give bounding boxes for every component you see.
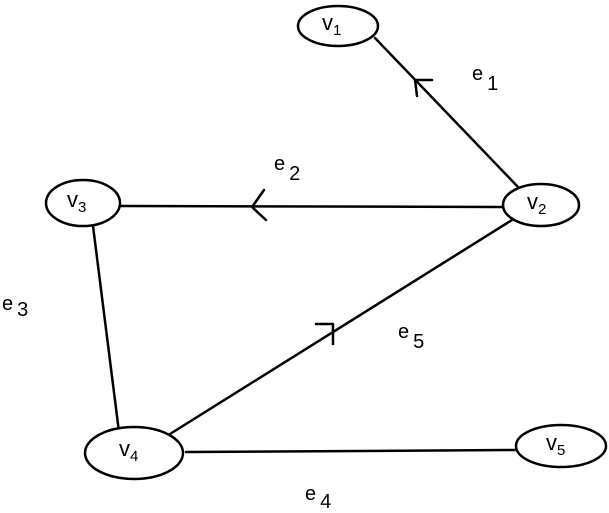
- edge-e5-arrowhead: [314, 322, 335, 346]
- edge-e4-line: [184, 448, 520, 454]
- node-v3-label: v3: [67, 187, 86, 216]
- edge-e1-line: [373, 36, 520, 189]
- edge-e3-line: [91, 224, 121, 434]
- node-v3: v3: [44, 178, 122, 228]
- node-v1: v1: [296, 4, 380, 48]
- node-v2-label: v2: [527, 189, 546, 218]
- node-v1-label: v1: [322, 10, 341, 39]
- edge-e5-line: [168, 218, 514, 436]
- edge-e1-arrowhead: [413, 78, 434, 98]
- node-v2-ellipse: [501, 182, 581, 228]
- node-v5-label: v5: [546, 430, 565, 459]
- node-v5-ellipse: [514, 423, 608, 469]
- node-v1-ellipse: [296, 4, 380, 48]
- edge-e2-line: [118, 204, 504, 209]
- node-v4-ellipse: [83, 425, 185, 481]
- node-v3-ellipse: [44, 178, 122, 228]
- node-v2: v2: [501, 182, 581, 228]
- node-v4: v4: [83, 425, 185, 481]
- edge-e2-arrowhead: [250, 188, 268, 222]
- node-v4-label: v4: [119, 436, 138, 465]
- node-v5: v5: [514, 423, 608, 469]
